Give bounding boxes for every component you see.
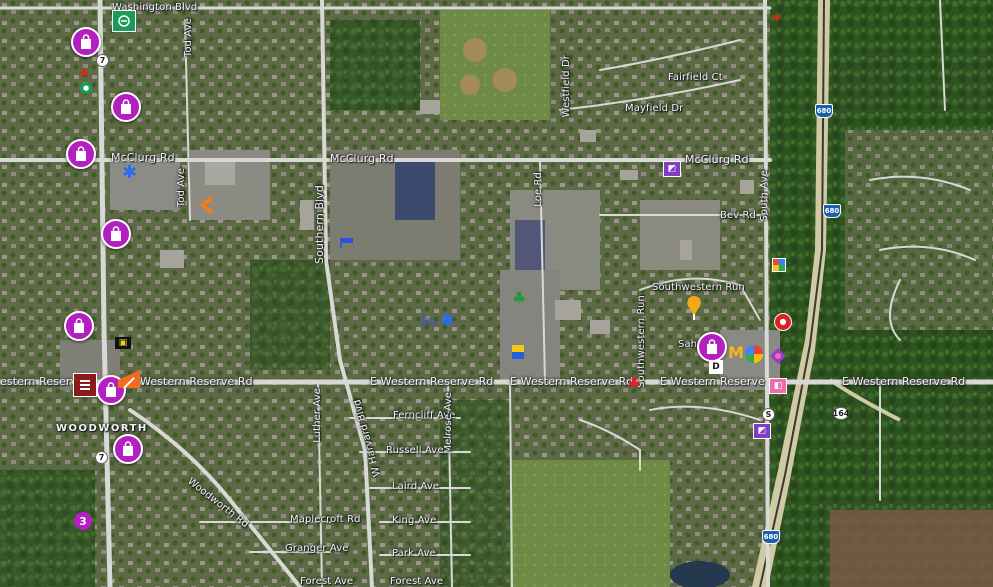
bank-flag-icon[interactable]	[340, 236, 354, 248]
street-label-tod-ave-mid: Tod Ave	[176, 168, 187, 208]
shopping-pin[interactable]	[64, 311, 94, 341]
street-label-e-western-reserve-rd-d: E Western Reserve Rd	[842, 375, 966, 388]
shopping-bag-icon	[106, 382, 116, 397]
shopping-pin[interactable]	[111, 92, 141, 122]
restaurant-icon[interactable]: ♣	[627, 373, 642, 392]
street-label-southern-blvd: Southern Blvd	[313, 185, 326, 264]
store-icon[interactable]: ◩	[663, 161, 681, 177]
street-label-ferncliff-ave: Ferncliff Ave	[393, 410, 456, 421]
street-label-russell-ave: Russell Ave	[386, 445, 444, 456]
street-label-tod-ave-north: Tod Ave	[183, 18, 194, 58]
street-label-park-ave: Park Ave	[392, 548, 436, 559]
browser-logo-icon[interactable]	[745, 345, 763, 363]
shopping-bag-icon	[81, 34, 91, 49]
store-icon[interactable]: ◧	[769, 378, 787, 394]
street-label-forest-ave-b: Forest Ave	[390, 576, 444, 587]
street-label-e-western-reserve-rd-c: E Western Reserve	[660, 375, 765, 388]
street-label-fairfield-ct: Fairfield Ct	[668, 72, 723, 83]
street-label-king-ave: King Ave	[392, 515, 437, 526]
pharmacy-icon[interactable]: D	[709, 360, 723, 374]
route-shield-icon: 7	[96, 54, 109, 67]
street-label-e-western-reserve-rd-b: E Western Reserve Rd	[510, 375, 634, 388]
shopping-pin[interactable]	[697, 332, 727, 362]
shopping-pin[interactable]	[113, 434, 143, 464]
street-label-e-western-reserve-rd-a: E Western Reserve Rd	[370, 375, 494, 388]
medical-asterisk-icon[interactable]: ✱	[122, 162, 138, 183]
street-label-westfield-dr: Westfield Dr	[561, 55, 572, 118]
street-label-luther-ave: Luther Ave	[312, 388, 323, 443]
street-label-mayfield-dr: Mayfield Dr	[625, 103, 684, 114]
shopping-bag-icon	[74, 318, 84, 333]
shopping-bag-icon	[111, 226, 121, 241]
street-label-melrose-ave: Melrose Ave	[443, 392, 454, 454]
fast-food-arches-icon[interactable]: M	[728, 343, 744, 362]
hotel-bed-icon[interactable]: 🛏	[421, 314, 438, 329]
street-label-western-reserve-partial: estern Reserve	[0, 375, 84, 388]
street-label-washington-blvd: Washington Blvd	[112, 2, 198, 13]
shopping-bag-icon	[76, 146, 86, 161]
street-label-southwestern-run-a: Southwestern Run	[652, 282, 745, 293]
street-label-south-ave: South Ave	[759, 170, 770, 222]
street-label-laird-ave: Laird Ave	[392, 481, 440, 492]
store-flag-icon[interactable]	[512, 345, 524, 359]
street-label-maplecroft-rd: Maplecroft Rd	[290, 514, 361, 525]
interstate-shield-icon: 680	[823, 204, 841, 218]
store-grid-icon[interactable]	[73, 373, 97, 397]
shopping-pin[interactable]	[101, 219, 131, 249]
store-logo-icon[interactable]	[772, 258, 786, 272]
route-shield-icon: S	[762, 408, 775, 421]
street-label-w-western-reserve-rd: Western Reserve Rd	[140, 375, 253, 388]
store-logo-icon[interactable]: ▣	[115, 337, 131, 349]
gas-station-icon[interactable]	[686, 296, 702, 320]
route-shield-icon: 7	[95, 451, 108, 464]
shopping-bag-icon	[707, 339, 717, 354]
clover-icon[interactable]: ♣	[512, 288, 527, 307]
shopping-bag-icon	[123, 441, 133, 456]
store-icon[interactable]: ◩	[753, 423, 771, 439]
street-label-loe-rd: Loe Rd	[533, 172, 544, 207]
home-improvement-icon[interactable]	[118, 368, 140, 390]
street-label-mcclurg-rd-east: McClurg Rd	[685, 153, 749, 166]
entertainment-icon[interactable]: 3	[74, 512, 92, 530]
street-label-sah: Sah	[678, 339, 698, 350]
store-diamond-icon[interactable]	[770, 348, 786, 364]
restaurant-icon[interactable]: ●	[774, 313, 792, 331]
street-label-granger-ave: Granger Ave	[285, 543, 349, 554]
street-label-mcclurg-rd-west: McClurg Rd	[111, 151, 175, 164]
street-label-mcclurg-rd-center: McClurg Rd	[330, 152, 394, 165]
location-marker-icon[interactable]: ◆	[773, 12, 781, 23]
street-label-bev-rd: Bev Rd	[720, 210, 757, 221]
restaurant-icon[interactable]: ▲	[80, 64, 89, 77]
coffee-icon[interactable]: ●	[80, 82, 92, 94]
retail-chevron-icon[interactable]	[200, 196, 216, 214]
shopping-pin[interactable]	[71, 27, 101, 57]
interstate-shield-icon: 680	[815, 104, 833, 118]
shopping-bag-icon	[121, 99, 131, 114]
shopping-pin[interactable]	[66, 139, 96, 169]
medical-asterisk-icon[interactable]: ✱	[440, 310, 456, 331]
interstate-shield-icon: 680	[762, 530, 780, 544]
route-shield-icon: 164	[832, 407, 850, 420]
grocery-store-icon[interactable]	[112, 10, 136, 32]
place-label-woodworth: WOODWORTH	[56, 423, 148, 434]
street-label-forest-ave: Forest Ave	[300, 576, 354, 587]
